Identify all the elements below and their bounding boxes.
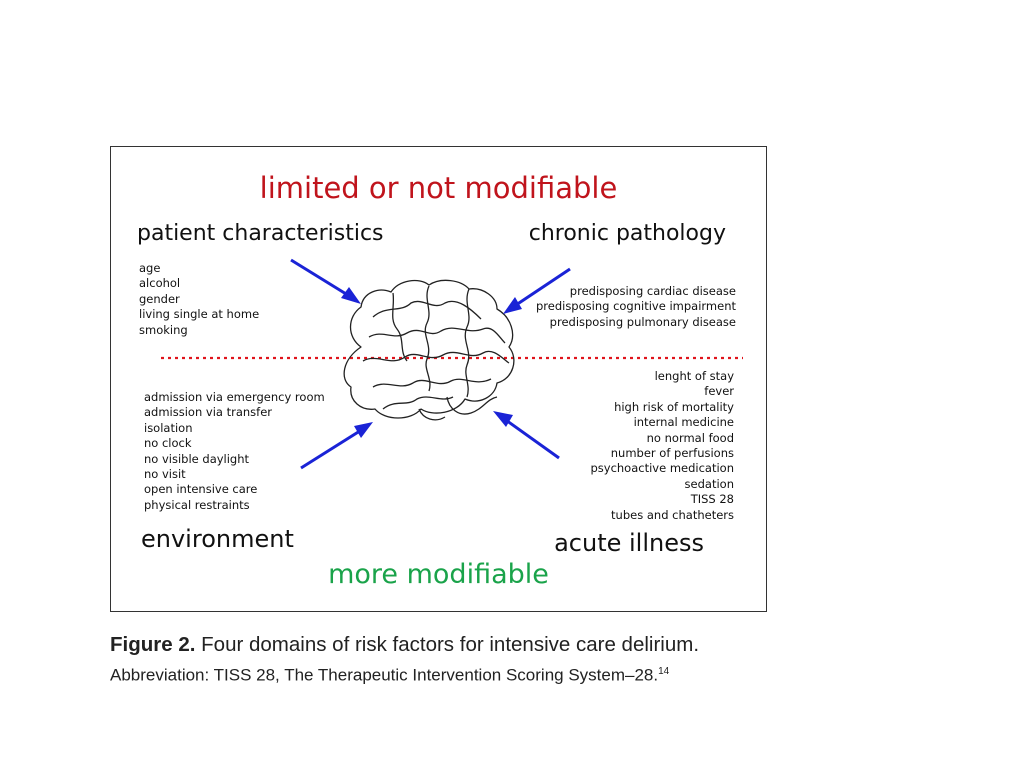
list-item: physical restraints (144, 497, 250, 512)
list-item: admission via emergency room (144, 390, 325, 404)
list-item: no clock (144, 436, 192, 451)
domain-title-environment: environment (141, 525, 294, 553)
arrow-head (503, 297, 522, 314)
caption-abbreviation: Abbreviation: TISS 28, The Therapeutic I… (110, 660, 750, 687)
list-item: open intensive care (144, 482, 258, 497)
list-item: no visit (144, 467, 186, 482)
header-more-modifiable: more modifiable (328, 559, 549, 590)
abbreviation-text: Abbreviation: TISS 28, The Therapeutic I… (110, 665, 659, 685)
list-item: tubes and chatheters (611, 507, 734, 522)
list-patient-characteristics: age alcohol gender living single at home… (139, 261, 259, 338)
caption-label: Figure 2. (110, 633, 196, 656)
list-item: predisposing cognitive impairment (535, 299, 736, 314)
arrow-head (493, 411, 513, 427)
list-item: smoking (139, 322, 188, 337)
list-item: predisposing pulmonary disease (549, 314, 736, 329)
list-item: no normal food (646, 430, 734, 445)
list-item: alcohol (139, 276, 181, 291)
header-limited-modifiable: limited or not modifiable (259, 171, 618, 205)
list-item: age (139, 261, 161, 275)
list-chronic-pathology: predisposing cardiac disease predisposin… (536, 284, 736, 330)
list-item: sedation (684, 476, 734, 491)
arrow-patient-to-brain (290, 258, 352, 299)
list-item: predisposing cardiac disease (569, 284, 736, 298)
list-item: living single at home (139, 307, 260, 322)
figure-diagram: limited or not modifiable patient charac… (110, 146, 767, 612)
arrow-acute-to-brain (502, 416, 560, 460)
reference-number: 14 (658, 666, 670, 677)
arrow-chronic-to-brain (512, 267, 571, 309)
domain-title-acute-illness: acute illness (554, 529, 704, 557)
list-item: gender (139, 291, 180, 306)
arrows (290, 258, 571, 470)
list-item: number of perfusions (610, 446, 734, 461)
brain-icon (343, 279, 515, 421)
list-item: psychoactive medication (590, 461, 734, 476)
domain-title-chronic-pathology: chronic pathology (528, 221, 726, 246)
arrow-environment-to-brain (300, 427, 364, 470)
list-item: TISS 28 (690, 492, 734, 507)
list-item: isolation (144, 420, 193, 435)
list-item: lenght of stay (654, 369, 734, 383)
list-environment: admission via emergency room admission v… (144, 390, 325, 513)
figure-caption: Figure 2. Four domains of risk factors f… (110, 632, 750, 687)
list-item: internal medicine (633, 415, 734, 430)
list-item: high risk of mortality (614, 399, 734, 414)
list-item: fever (704, 384, 734, 399)
list-acute-illness: lenght of stay fever high risk of mortal… (590, 369, 734, 523)
arrow-head (354, 422, 373, 438)
list-item: no visible daylight (144, 451, 250, 466)
diagram-graphics (161, 258, 743, 470)
caption-text: Four domains of risk factors for intensi… (201, 633, 700, 656)
domain-title-patient-characteristics: patient characteristics (137, 221, 384, 246)
caption-title: Figure 2. Four domains of risk factors f… (110, 632, 750, 658)
list-item: admission via transfer (144, 405, 273, 420)
arrow-head (341, 287, 361, 304)
